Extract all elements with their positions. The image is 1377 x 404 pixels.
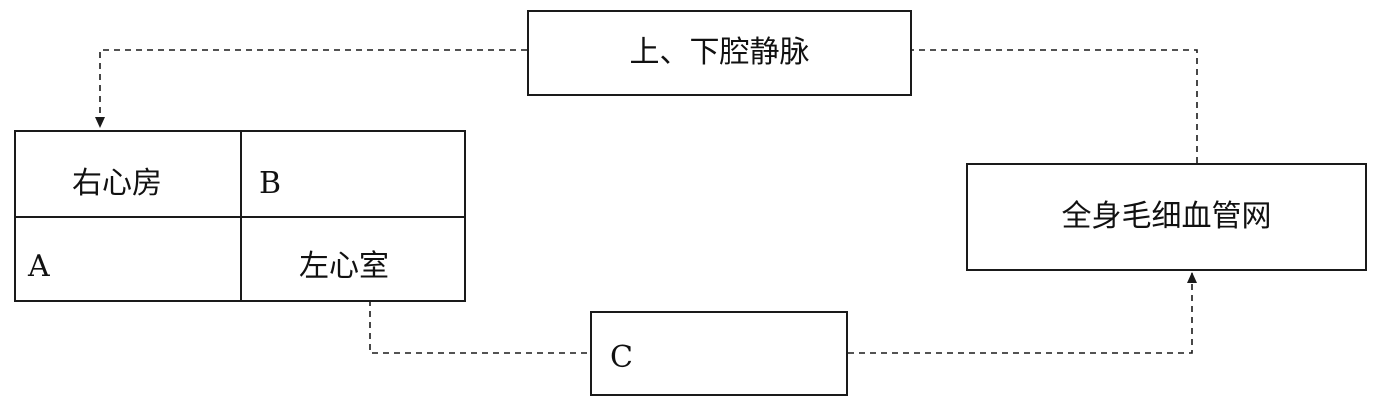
heart-horizontal-divider bbox=[16, 216, 464, 218]
line-left-ventricle-to-c bbox=[369, 300, 590, 354]
right-atrium-label: 右心房 bbox=[72, 166, 162, 201]
b-label: B bbox=[259, 166, 282, 201]
capillary-box: 全身毛细血管网 bbox=[966, 163, 1367, 271]
c-label: C bbox=[610, 340, 633, 375]
veins-box: 上、下腔静脉 bbox=[527, 10, 912, 96]
heart-grid: 右心房 B A 左心室 bbox=[14, 130, 466, 302]
line-capillary-to-veins bbox=[912, 49, 1198, 163]
c-box: C bbox=[590, 311, 848, 396]
a-label: A bbox=[28, 249, 50, 284]
arrow-c-to-capillary bbox=[848, 272, 1197, 354]
capillary-label: 全身毛细血管网 bbox=[1061, 199, 1272, 234]
arrow-veins-to-right-atrium bbox=[95, 49, 527, 128]
veins-label: 上、下腔静脉 bbox=[629, 35, 810, 70]
left-ventricle-label: 左心室 bbox=[299, 249, 389, 284]
